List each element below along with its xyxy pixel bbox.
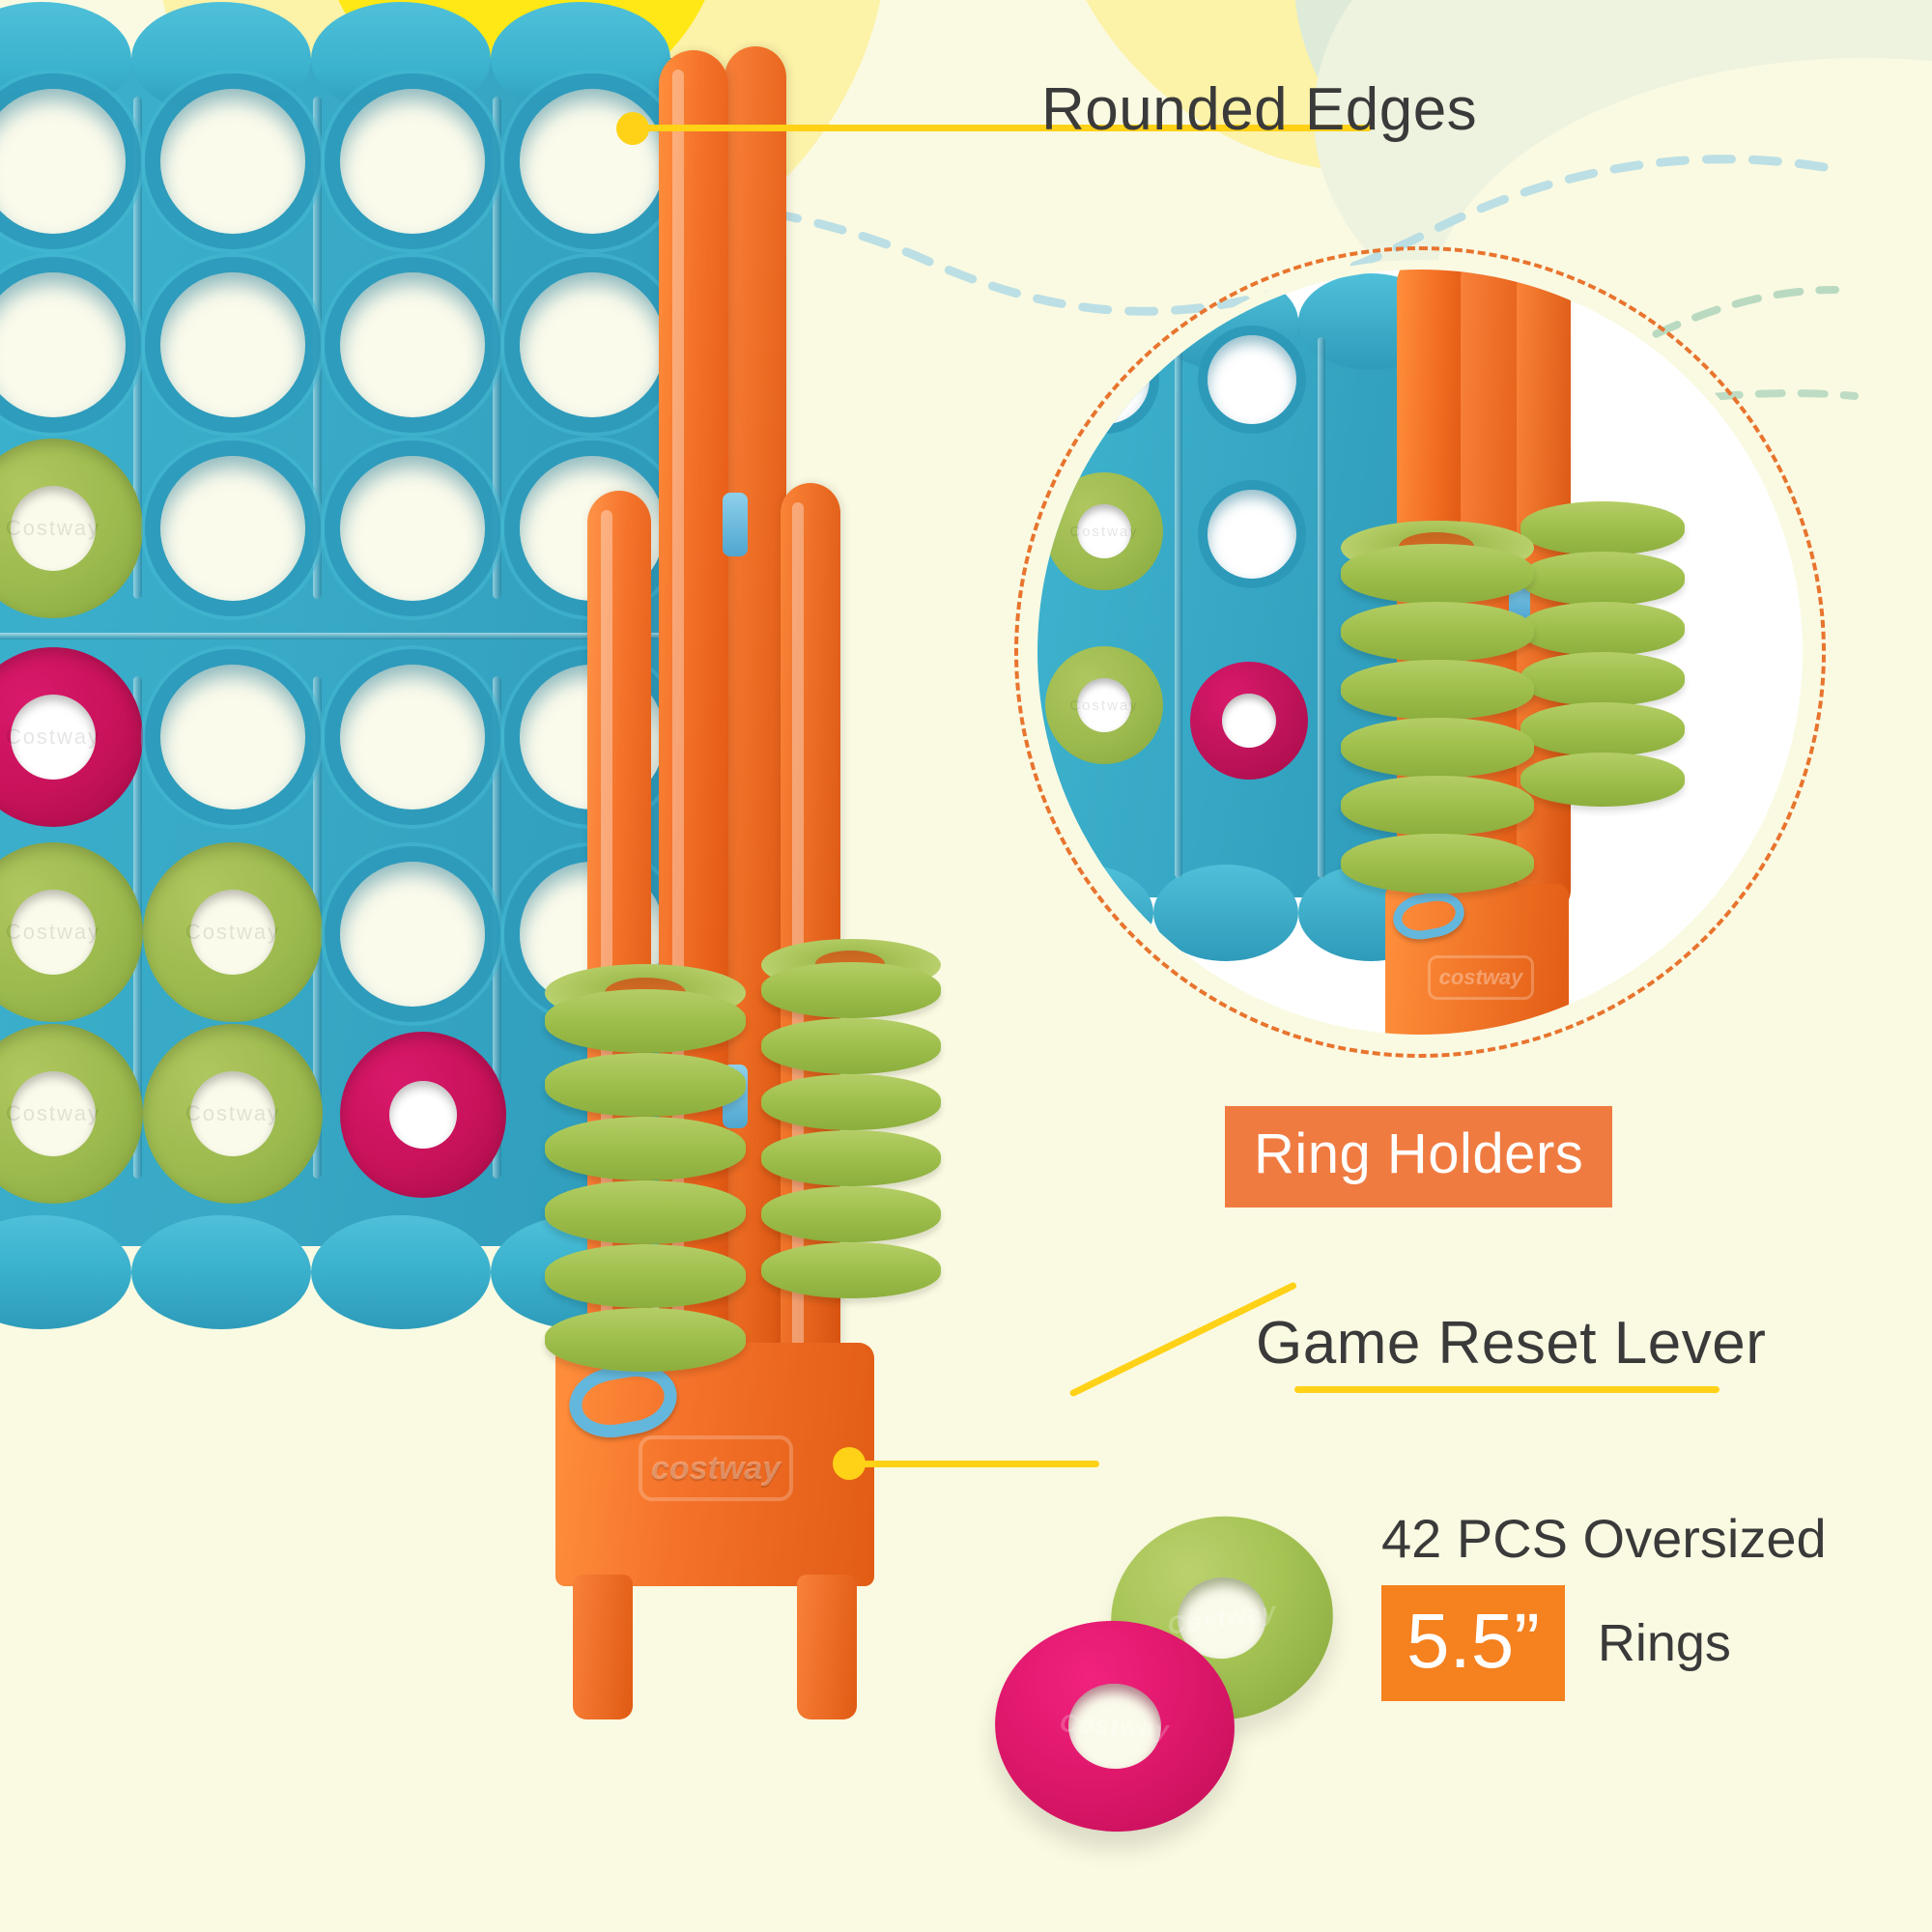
inset-reset-lever[interactable] (1389, 887, 1468, 945)
main-product-photo: Costway Costway Costway Costway (0, 2, 941, 1719)
board-hole (340, 456, 485, 601)
frame-base: costway (555, 1343, 874, 1719)
callout-label-rounded-edges: Rounded Edges (1041, 76, 1478, 143)
board-divider (313, 97, 322, 599)
ring-emboss-text: Costway (1069, 523, 1139, 540)
ring-emboss-text: Costway (5, 516, 101, 540)
inset-board-hole (1208, 335, 1296, 424)
board-hole (520, 89, 665, 234)
callout-line-rounded-edges (638, 125, 1372, 131)
inset-board-ring-pink (1190, 662, 1308, 780)
ring-disc (545, 1053, 746, 1117)
ring-disc (761, 1074, 941, 1130)
spec-count-label: 42 PCS Oversized (1381, 1508, 1827, 1569)
board-ring-green: Costway (143, 1024, 323, 1204)
inset-frame-base: costway (1385, 884, 1569, 1035)
board-ring-pink (340, 1032, 506, 1198)
board-ring-green: Costway (0, 1024, 143, 1204)
board-ring-pink: Costway (0, 647, 143, 827)
callout-line-reset-horizontal (848, 1461, 1099, 1467)
board-ring-green: Costway (143, 842, 323, 1022)
board-hole (160, 272, 305, 417)
board-hole (0, 272, 126, 417)
board-divider (493, 676, 501, 1179)
ring-emboss-text: Costway (185, 920, 281, 944)
frame-blue-tab (723, 493, 748, 556)
ring-disc (761, 1018, 941, 1074)
inset-board-ring-green: Costway (1045, 472, 1163, 590)
loose-rings-group: Costway Costway (966, 1502, 1352, 1855)
board-divider (493, 97, 501, 599)
spec-size-badge: 5.5” (1381, 1585, 1565, 1701)
ring-disc (545, 1308, 746, 1372)
inset-board-hole (1061, 335, 1150, 424)
ring-emboss-text: Costway (1069, 696, 1139, 714)
callout-dot-rounded-edges (616, 112, 649, 145)
ring-emboss-text: Costway (5, 724, 101, 749)
inset-board-hole (1208, 490, 1296, 579)
ring-emboss-text: Costway (5, 1101, 101, 1125)
inset-photo-circle: Costway Costway (1037, 270, 1803, 1035)
ring-disc (545, 989, 746, 1053)
frame-leg-right (797, 1575, 857, 1719)
board-hole (160, 456, 305, 601)
board-hole (520, 272, 665, 417)
ring-disc (761, 1242, 941, 1298)
board-hole (340, 665, 485, 810)
ring-disc (545, 1117, 746, 1180)
board-hole (0, 89, 126, 234)
game-board-blue: Costway Costway Costway Costway (0, 2, 696, 1329)
ring-disc (761, 962, 941, 1018)
inset-board-ring-green: Costway (1045, 646, 1163, 764)
callout-line-reset-underline (1294, 1386, 1719, 1393)
callout-label-game-reset-lever: Game Reset Lever (1256, 1310, 1767, 1377)
ring-holders-inset: Costway Costway (1014, 246, 1826, 1058)
board-seam-line (0, 633, 696, 639)
ring-emboss-text: Costway (5, 920, 101, 944)
spec-unit-label: Rings (1597, 1614, 1731, 1672)
costway-logo-emboss: costway (639, 1435, 793, 1501)
callout-badge-ring-holders: Ring Holders (1225, 1106, 1613, 1208)
ring-disc (761, 1186, 941, 1242)
board-hole (160, 89, 305, 234)
spec-block: 42 PCS Oversized 5.5” Rings (1381, 1507, 1903, 1701)
board-hole (340, 862, 485, 1007)
board-top-scallop (0, 2, 696, 116)
frame-leg-left (573, 1575, 633, 1719)
board-hole (160, 665, 305, 810)
board-ring-green: Costway (0, 439, 143, 618)
ring-disc (545, 1180, 746, 1244)
board-hole (340, 89, 485, 234)
ring-emboss-text: Costway (185, 1101, 281, 1125)
ring-disc (761, 1130, 941, 1186)
board-hole (340, 272, 485, 417)
inset-dashed-border (1014, 246, 1826, 1058)
ring-disc (545, 1244, 746, 1308)
board-divider (133, 97, 142, 599)
board-ring-green: Costway (0, 842, 143, 1022)
inset-costway-logo: costway (1428, 955, 1534, 1000)
